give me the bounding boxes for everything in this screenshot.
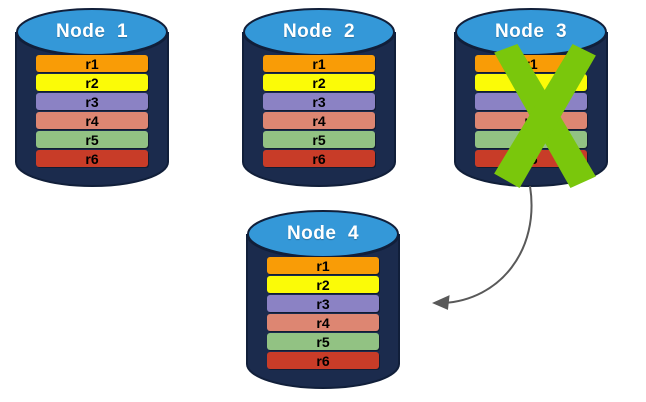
cylinder-top-cap — [247, 210, 399, 258]
data-row-r2[interactable]: r2 — [267, 276, 379, 293]
data-row-label: r4 — [85, 112, 99, 129]
data-row-label: r6 — [85, 150, 99, 167]
row-stack: r1 r2 r3 r4 r5 r6 — [247, 257, 399, 369]
data-row-label: r6 — [316, 352, 330, 369]
cylinder-top-cap — [455, 8, 607, 56]
data-row-label: r1 — [312, 55, 326, 72]
row-stack: r1 r2 r3 r4 r5 r6 — [16, 55, 168, 167]
data-row-r3[interactable]: r3 — [263, 93, 375, 110]
data-row-label: r5 — [85, 131, 99, 148]
cylinder-top-cap — [243, 8, 395, 56]
data-row-label: r4 — [312, 112, 326, 129]
data-row-label: r2 — [312, 74, 326, 91]
data-row-label: r5 — [524, 131, 538, 148]
data-row-r3[interactable]: r3 — [36, 93, 148, 110]
data-row-r1[interactable]: r1 — [36, 55, 148, 72]
data-row-r5[interactable]: r5 — [36, 131, 148, 148]
data-row-r5[interactable]: r5 — [267, 333, 379, 350]
data-row-r5[interactable]: r5 — [263, 131, 375, 148]
data-row-label: r5 — [312, 131, 326, 148]
data-row-r3[interactable]: r3 — [475, 93, 587, 110]
data-row-r6[interactable]: r6 — [263, 150, 375, 167]
data-row-label: r1 — [316, 257, 330, 274]
data-row-label: r3 — [316, 295, 330, 312]
data-row-label: r4 — [316, 314, 330, 331]
data-row-r1[interactable]: r1 — [267, 257, 379, 274]
data-row-label: r3 — [524, 93, 538, 110]
data-row-r6[interactable]: r6 — [267, 352, 379, 369]
data-row-r1[interactable]: r1 — [475, 55, 587, 72]
data-row-r2[interactable]: r2 — [475, 74, 587, 91]
row-stack: r1 r2 r3 r4 r5 r6 — [455, 55, 607, 167]
replication-arrow-path — [442, 185, 533, 304]
data-row-label: r1 — [85, 55, 99, 72]
data-row-r4[interactable]: r4 — [36, 112, 148, 129]
data-row-label: r4 — [524, 112, 538, 129]
data-row-label: r2 — [316, 276, 330, 293]
data-row-label: r3 — [312, 93, 326, 110]
data-row-r6[interactable]: r6 — [475, 150, 587, 167]
data-row-r2[interactable]: r2 — [36, 74, 148, 91]
data-row-label: r5 — [316, 333, 330, 350]
cylinder-top-cap — [16, 8, 168, 56]
data-row-r4[interactable]: r4 — [267, 314, 379, 331]
data-row-r4[interactable]: r4 — [263, 112, 375, 129]
data-row-label: r2 — [85, 74, 99, 91]
data-row-label: r3 — [85, 93, 99, 110]
data-row-r4[interactable]: r4 — [475, 112, 587, 129]
data-row-label: r2 — [524, 74, 538, 91]
data-row-label: r1 — [524, 55, 538, 72]
data-row-r5[interactable]: r5 — [475, 131, 587, 148]
data-row-label: r6 — [312, 150, 326, 167]
data-row-r3[interactable]: r3 — [267, 295, 379, 312]
replication-arrow-head — [432, 295, 450, 310]
data-row-label: r6 — [524, 150, 538, 167]
data-row-r6[interactable]: r6 — [36, 150, 148, 167]
data-row-r2[interactable]: r2 — [263, 74, 375, 91]
data-row-r1[interactable]: r1 — [263, 55, 375, 72]
row-stack: r1 r2 r3 r4 r5 r6 — [243, 55, 395, 167]
